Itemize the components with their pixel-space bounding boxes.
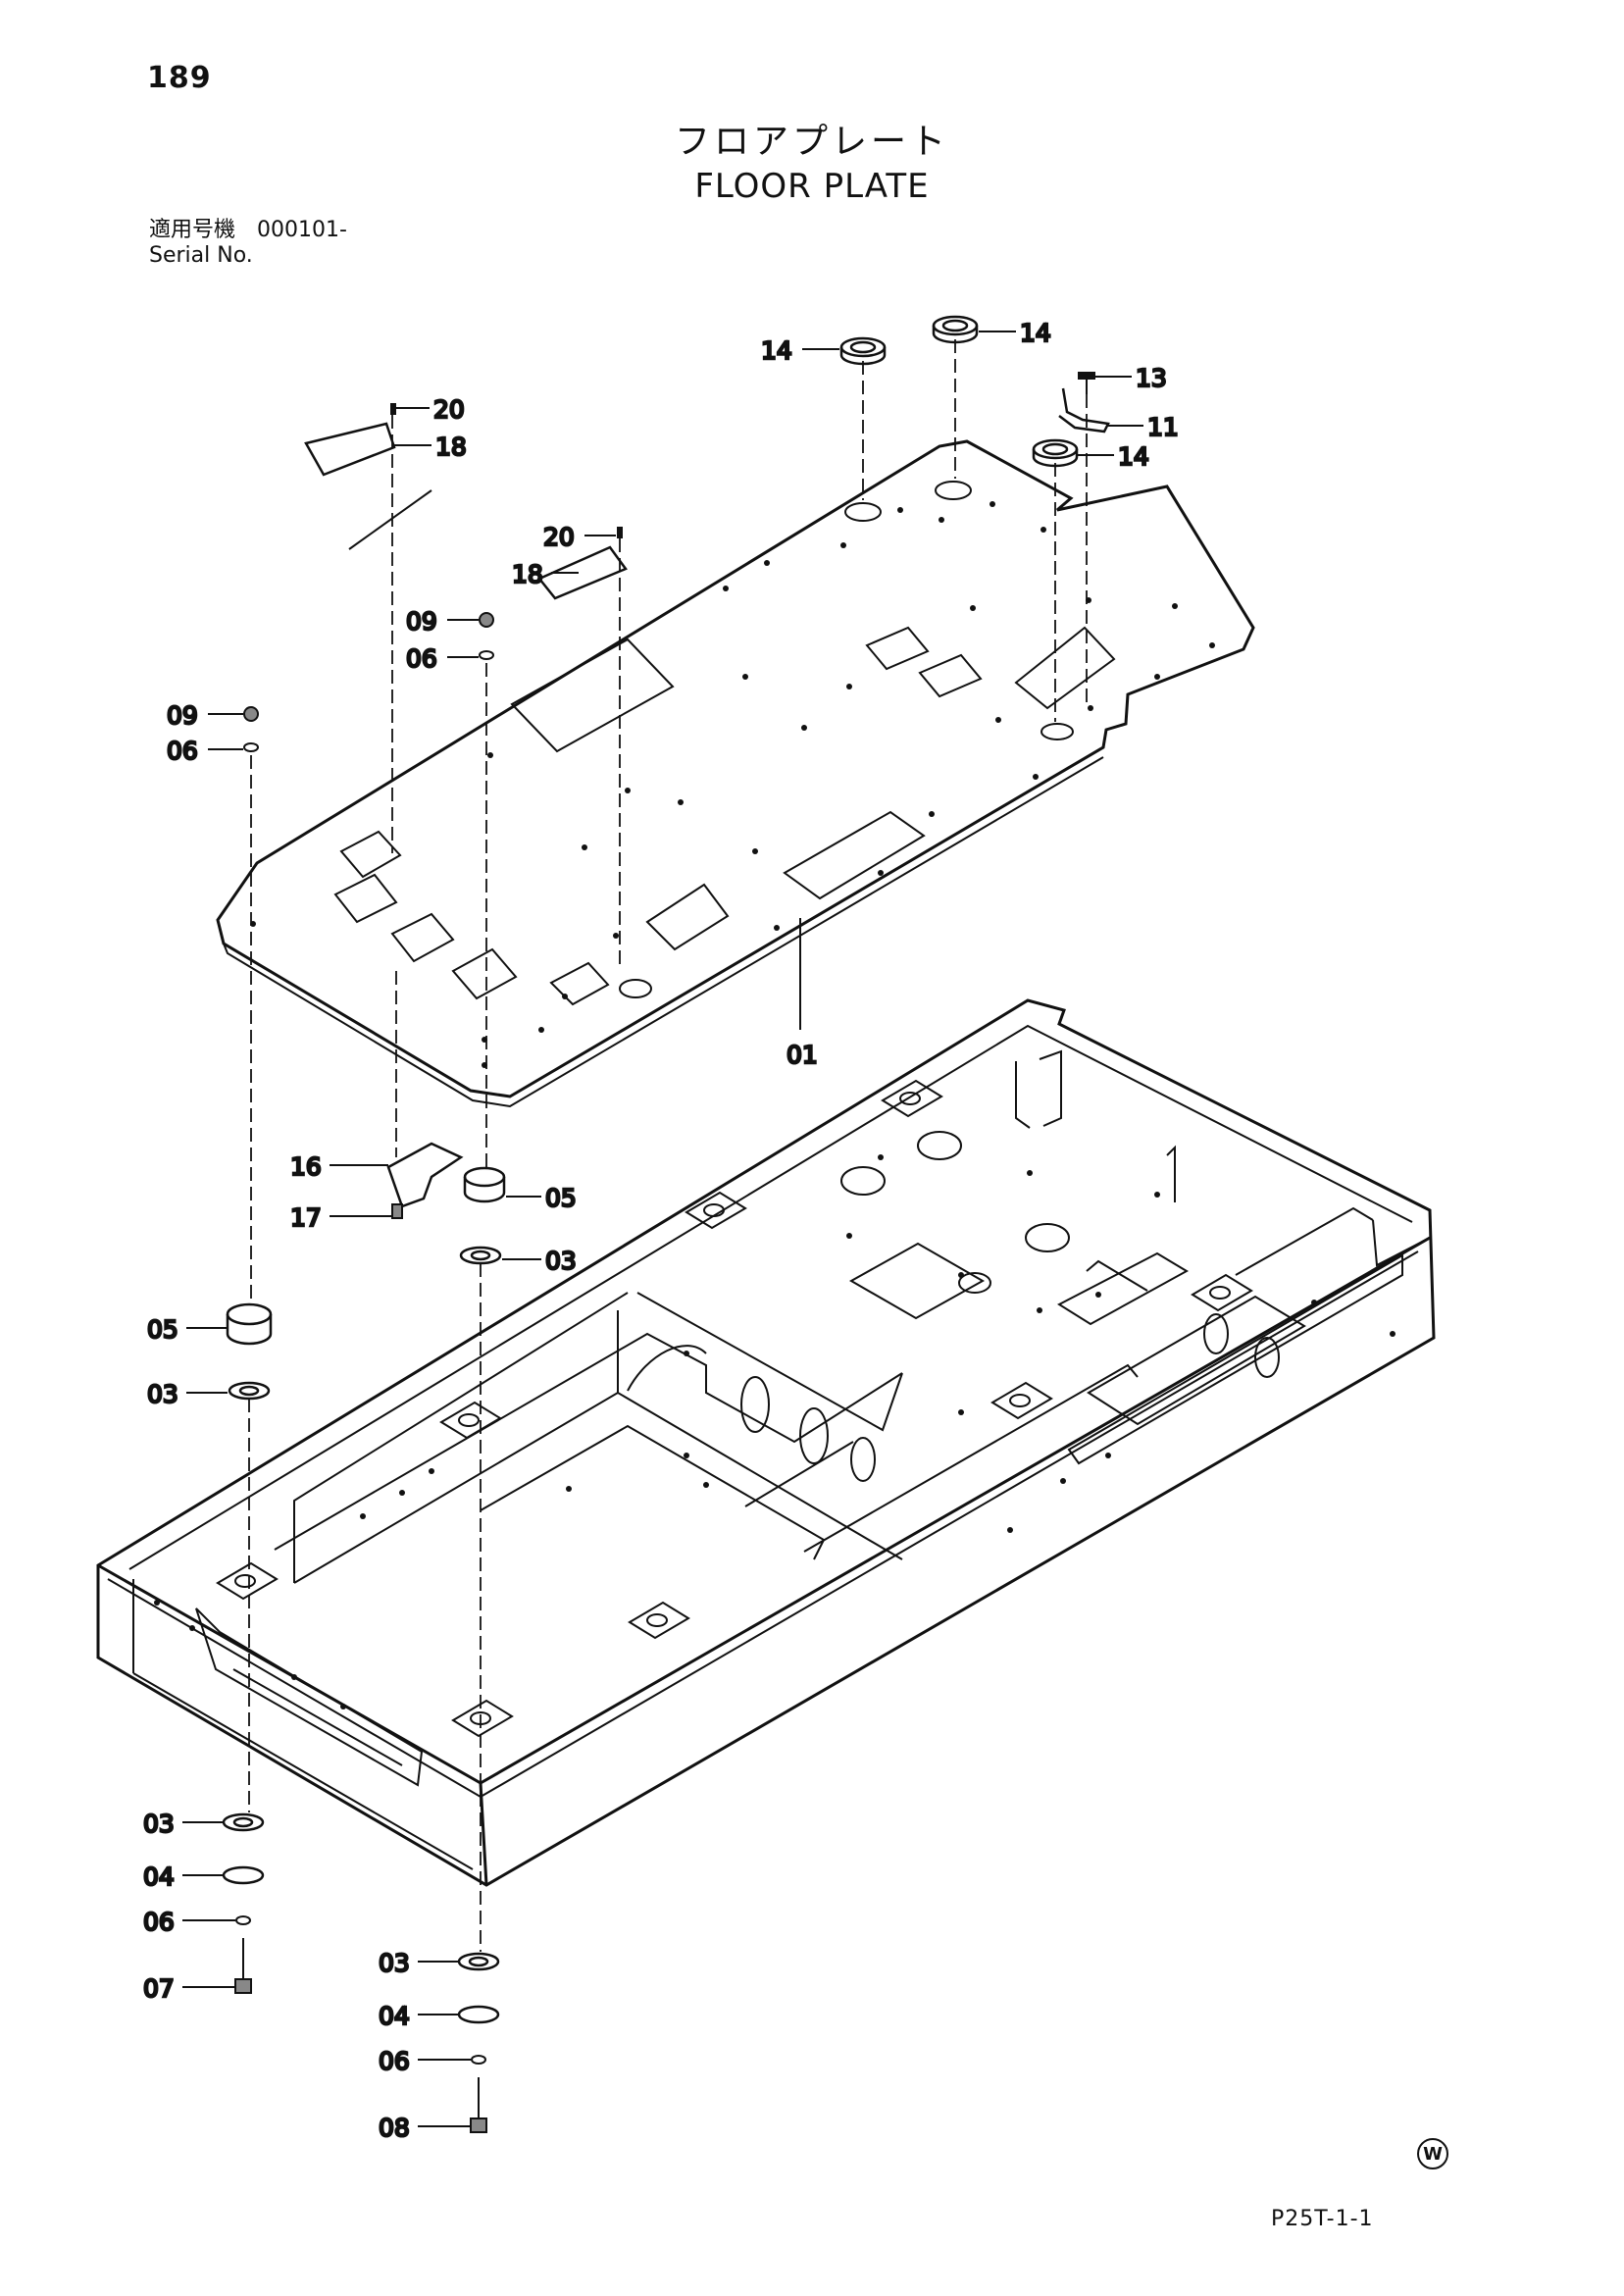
- grommet-14-center: [932, 315, 979, 344]
- callout-06: 06: [379, 2047, 410, 2075]
- grommet-14-left: [839, 336, 887, 366]
- screw-20-center: [617, 527, 623, 538]
- leader-lines: [182, 331, 1143, 2127]
- callout-03: 03: [545, 1247, 577, 1275]
- callout-18: 18: [435, 433, 467, 461]
- page-number: 189: [147, 61, 212, 95]
- washer-06-left-bottom: [235, 1915, 251, 1925]
- cushion-03-center-top: [459, 1246, 502, 1265]
- callout-04: 04: [379, 2002, 410, 2030]
- callout-16: 16: [290, 1152, 322, 1181]
- grommet-14-right: [1032, 438, 1079, 468]
- manufacturer-logo: W: [1417, 2138, 1448, 2169]
- callout-08: 08: [379, 2114, 410, 2142]
- callout-20: 20: [433, 395, 465, 424]
- callout-06: 06: [143, 1908, 175, 1936]
- callout-06: 06: [167, 737, 198, 765]
- callout-09: 09: [406, 607, 437, 636]
- callout-04: 04: [143, 1862, 175, 1891]
- bolt-07: [234, 1938, 252, 1994]
- washer-04-center: [457, 2005, 500, 2024]
- washer-06-left: [243, 742, 259, 752]
- base-frame: [96, 998, 1436, 1887]
- cushion-03-left-bottom: [222, 1812, 265, 1832]
- washer-06-center-bottom: [471, 2055, 486, 2065]
- callout-14: 14: [1118, 442, 1149, 471]
- callout-18: 18: [512, 560, 543, 588]
- cover-plate-18-left: [304, 422, 396, 477]
- callout-11: 11: [1147, 413, 1179, 441]
- floor-plate: [216, 439, 1255, 1108]
- bolt-13: [1078, 372, 1095, 394]
- bracket-11: [1058, 387, 1110, 434]
- cushion-03-center-bottom: [457, 1952, 500, 1971]
- mount-pads: [216, 1079, 1253, 1738]
- serial-label-japanese: 適用号機: [149, 218, 236, 242]
- callout-09: 09: [167, 701, 198, 730]
- callout-labels: 14 14 13 11 14 20 18 20 18 09 06 09 06 0…: [142, 318, 1180, 2144]
- serial-label-english: Serial No.: [149, 243, 253, 268]
- frame-holes: [154, 1154, 1396, 1709]
- plate-holes: [250, 501, 1215, 1068]
- nut-09-center: [479, 612, 494, 628]
- bolt-17: [391, 1203, 403, 1219]
- callout-14: 14: [761, 336, 792, 365]
- bolt-08: [470, 2077, 487, 2133]
- callout-13: 13: [1136, 364, 1167, 392]
- serial-value: 000101-: [257, 218, 347, 242]
- assembly-lines: [248, 339, 1088, 1952]
- cushion-03-left-top: [228, 1381, 271, 1401]
- screw-20-left: [390, 403, 396, 415]
- bracket-16: [386, 1142, 464, 1208]
- callout-14: 14: [1020, 319, 1051, 347]
- cover-plate-18-center: [537, 545, 628, 600]
- page-title-english: FLOOR PLATE: [694, 167, 930, 206]
- callout-05: 05: [147, 1315, 178, 1344]
- washer-06-center: [479, 650, 494, 660]
- callout-17: 17: [290, 1203, 322, 1232]
- rubber-mount-05-center: [463, 1166, 506, 1203]
- callout-01: 01: [787, 1041, 818, 1069]
- callout-03: 03: [147, 1380, 178, 1408]
- plate-openings: [333, 481, 1116, 1006]
- callout-06: 06: [406, 644, 437, 673]
- serial-info: 適用号機 000101- Serial No.: [149, 218, 347, 269]
- document-code: P25T-1-1: [1271, 2207, 1374, 2231]
- page-title-japanese: フロアプレート: [674, 122, 949, 162]
- callout-07: 07: [143, 1974, 175, 2003]
- callout-03: 03: [143, 1810, 175, 1838]
- nut-09-left: [243, 706, 259, 722]
- callout-20: 20: [543, 523, 575, 551]
- callout-05: 05: [545, 1184, 577, 1212]
- rubber-mount-05-left: [226, 1302, 273, 1346]
- callout-03: 03: [379, 1949, 410, 1977]
- washer-04-left: [222, 1865, 265, 1885]
